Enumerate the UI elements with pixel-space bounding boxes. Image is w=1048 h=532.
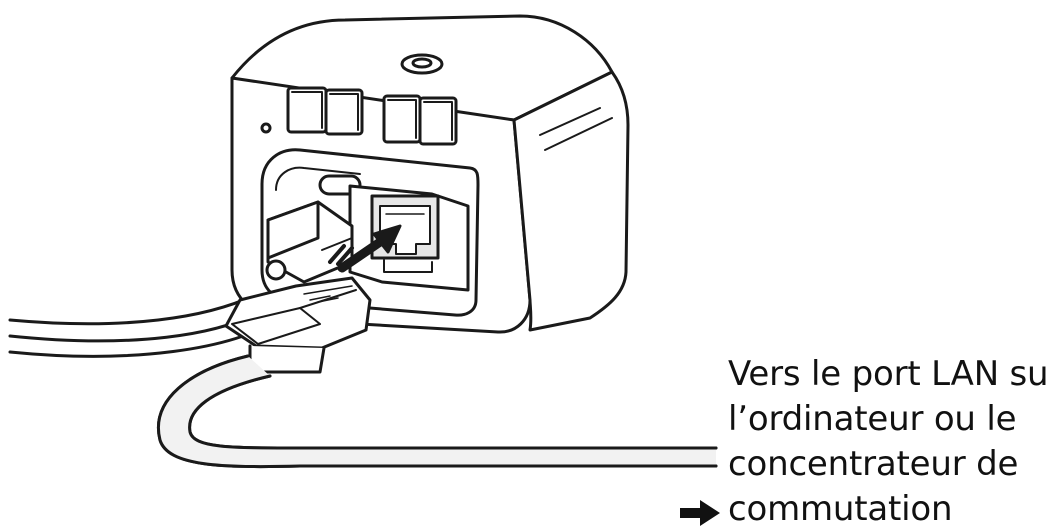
lan-port bbox=[348, 184, 470, 292]
right-arrow-icon bbox=[680, 500, 720, 526]
insert-arrow bbox=[337, 224, 402, 273]
caption-line-3: concentrateur de bbox=[728, 444, 1019, 484]
power-connector bbox=[265, 200, 354, 284]
switch-blocks bbox=[286, 86, 458, 146]
caption-line-4: commutation bbox=[728, 489, 953, 529]
lan-destination-caption: Vers le port LAN sur l’ordinateur ou le … bbox=[728, 352, 1048, 532]
rj45-plug bbox=[224, 276, 372, 374]
caption-line-2: l’ordinateur ou le bbox=[728, 399, 1017, 439]
caption-line-1: Vers le port LAN sur bbox=[728, 354, 1048, 394]
lan-cable bbox=[157, 354, 718, 469]
